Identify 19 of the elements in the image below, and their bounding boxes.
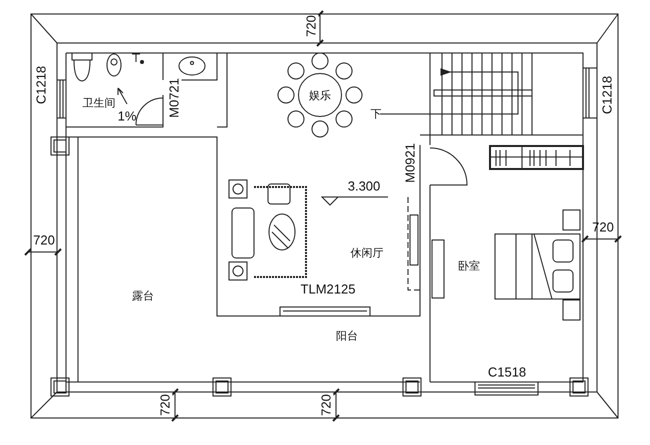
dimension-label: 720 bbox=[318, 394, 334, 416]
room-label: 下 bbox=[370, 106, 382, 122]
room-label: 露台 bbox=[132, 288, 154, 304]
dimension-label: C1218 bbox=[600, 76, 614, 114]
dimension-label: 1% bbox=[118, 108, 136, 124]
dimension-label: M0921 bbox=[402, 143, 418, 183]
dimension-label: 3.300 bbox=[348, 178, 380, 194]
dimension-label: 720 bbox=[33, 232, 55, 248]
dimension-label: 720 bbox=[158, 394, 172, 416]
dimension-label: TLM2125 bbox=[300, 282, 356, 296]
room-label: 休闲厅 bbox=[350, 246, 384, 260]
room-label: 卧室 bbox=[458, 258, 480, 274]
dining-table: 娱乐 bbox=[298, 73, 342, 117]
room-label: 阳台 bbox=[336, 328, 358, 344]
dimension-label: M0721 bbox=[166, 78, 182, 118]
dimension-label: 720 bbox=[304, 15, 318, 37]
room-label: 卫生间 bbox=[82, 96, 116, 110]
dimension-label: C1518 bbox=[488, 364, 526, 380]
dimension-label: C1218 bbox=[34, 66, 48, 104]
